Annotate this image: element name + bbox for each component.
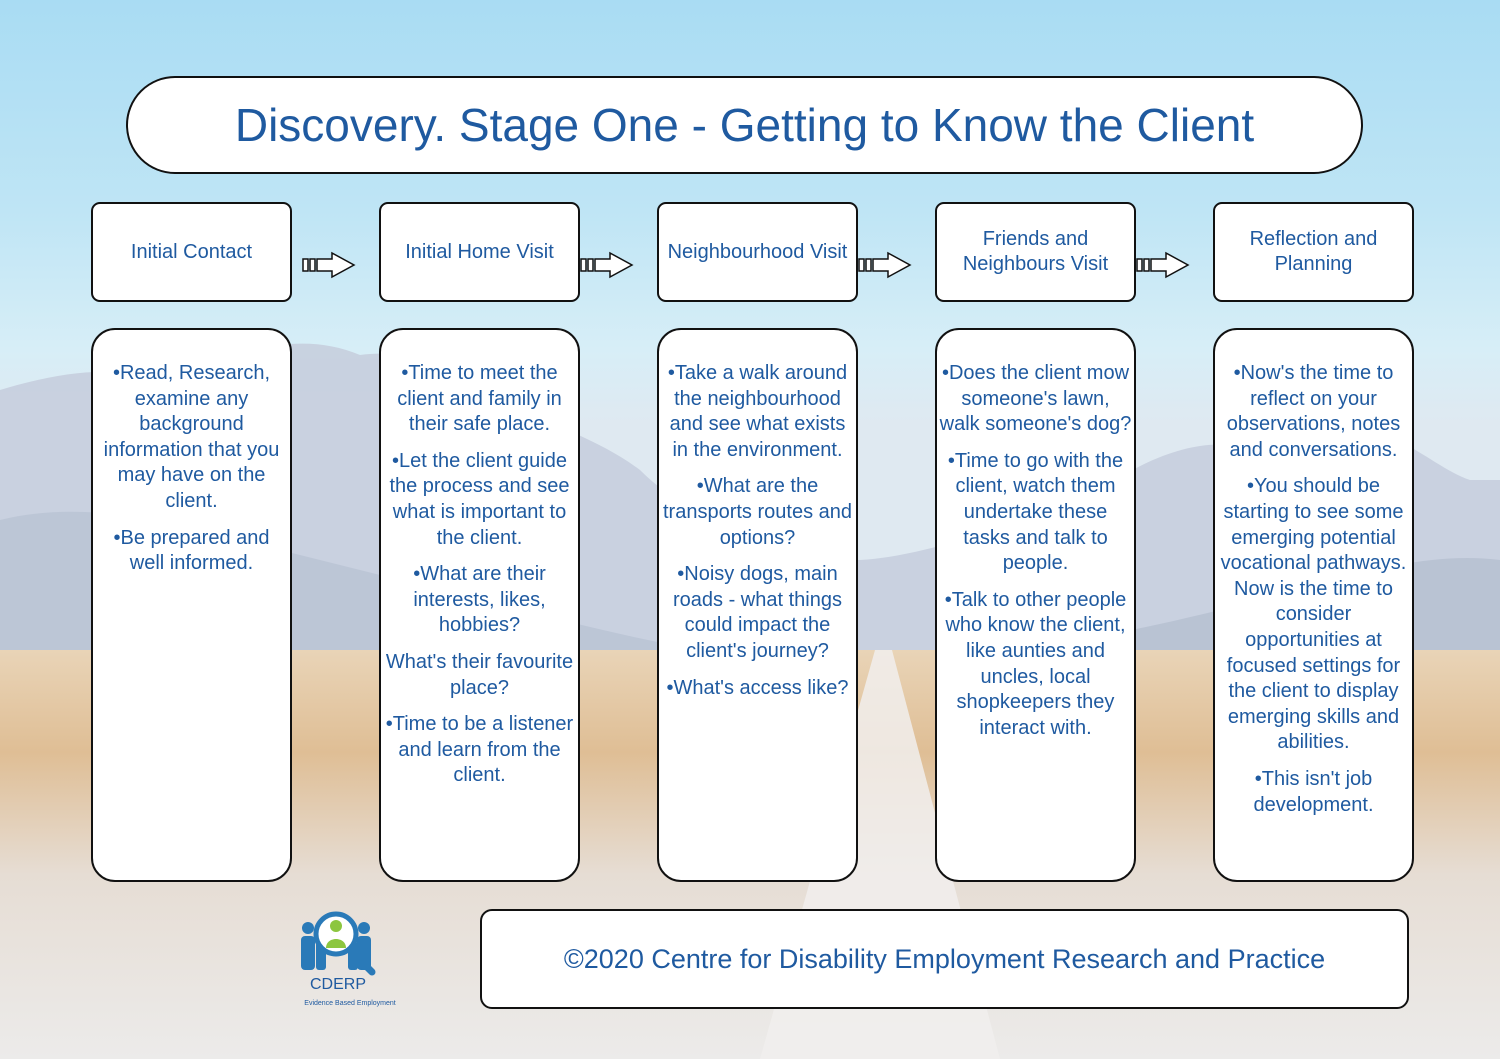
detail-point: •Let the client guide the process and se… [389, 449, 570, 549]
stage-box-initial-contact: Initial Contact [91, 202, 292, 302]
detail-point: •Read, Research, examine any background … [103, 362, 280, 512]
right-arrow-icon [1136, 251, 1190, 279]
footer-banner: ©2020 Centre for Disability Employment R… [480, 909, 1409, 1009]
right-arrow-icon [580, 251, 634, 279]
magnifier-people-icon [301, 911, 376, 976]
detail-point: What's their favourite place? [385, 650, 574, 699]
stage-box-reflection-planning: Reflection and Planning [1213, 202, 1414, 302]
detail-point: •Time to go with the client, watch them … [947, 449, 1124, 575]
page-title: Discovery. Stage One - Getting to Know t… [234, 99, 1255, 151]
detail-box-initial-contact: •Read, Research, examine any background … [91, 328, 292, 882]
detail-point: •What's access like? [666, 676, 849, 699]
stage-label: Reflection and Planning [1249, 228, 1378, 275]
detail-point: •Noisy dogs, main roads - what things co… [673, 563, 842, 662]
detail-point: •Does the client mow someone's lawn, wal… [939, 362, 1132, 436]
detail-point: •Time to be a listener and learn from th… [385, 713, 574, 787]
stage-box-neighbourhood-visit: Neighbourhood Visit [657, 202, 858, 302]
stage-box-friends-neighbours-visit: Friends and Neighbours Visit [935, 202, 1136, 302]
detail-box-reflection-planning: •Now's the time to reflect on your obser… [1213, 328, 1414, 882]
detail-box-initial-home-visit: •Time to meet the client and family in t… [379, 328, 580, 882]
stage-label: Neighbourhood Visit [667, 240, 848, 263]
detail-point: •Time to meet the client and family in t… [397, 362, 562, 436]
stage-label: Initial Contact [130, 240, 253, 263]
detail-point: •This isn't job development. [1253, 767, 1374, 816]
copyright-text: ©2020 Centre for Disability Employment R… [563, 943, 1326, 974]
cderp-logo: CDERP Evidence Based Employment [296, 906, 400, 1014]
detail-point: •Talk to other people who know the clien… [944, 588, 1127, 739]
detail-point: •What are the transports routes and opti… [663, 475, 852, 549]
logo-tagline: Evidence Based Employment [304, 1000, 396, 1007]
stage-label: Initial Home Visit [405, 240, 554, 263]
detail-box-friends-neighbours-visit: •Does the client mow someone's lawn, wal… [935, 328, 1136, 882]
title-banner: Discovery. Stage One - Getting to Know t… [126, 76, 1363, 174]
stage-label: Friends and Neighbours Visit [962, 228, 1109, 275]
detail-point: •What are their interests, likes, hobbie… [413, 563, 546, 637]
detail-point: •Take a walk around the neighbourhood an… [667, 362, 848, 461]
detail-point: •Be prepared and well informed. [113, 526, 270, 575]
right-arrow-icon [858, 251, 912, 279]
detail-point: •Now's the time to reflect on your obser… [1226, 362, 1401, 461]
detail-point: •You should be starting to see some emer… [1220, 475, 1407, 754]
detail-box-neighbourhood-visit: •Take a walk around the neighbourhood an… [657, 328, 858, 882]
logo-name: CDERP [309, 976, 366, 993]
right-arrow-icon [302, 251, 356, 279]
stage-box-initial-home-visit: Initial Home Visit [379, 202, 580, 302]
